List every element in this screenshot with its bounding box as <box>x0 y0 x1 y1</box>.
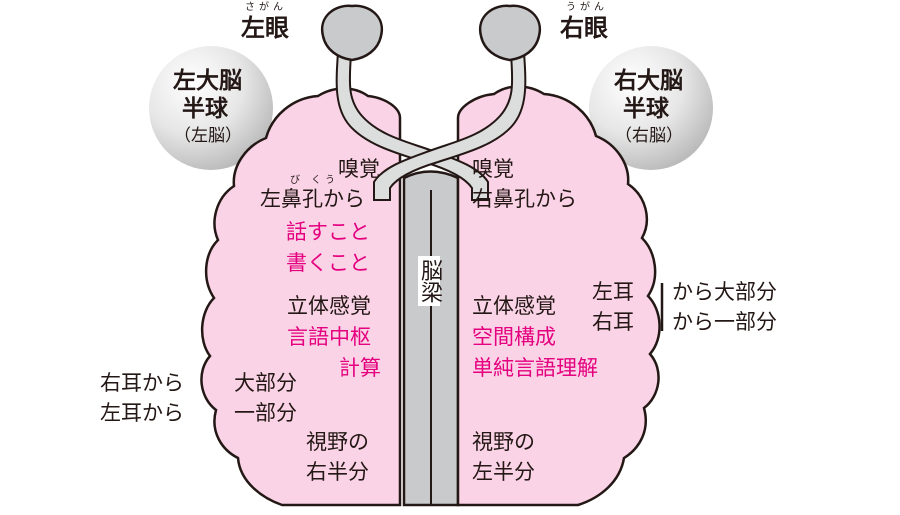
left-eye-label: 左眼 <box>241 16 289 40</box>
left-smell-source: 左鼻孔から <box>260 189 365 210</box>
left-outside-ear-1: 右耳から <box>100 373 184 394</box>
right-eye-icon <box>480 6 540 60</box>
right-vision-line2: 左半分 <box>472 462 535 483</box>
left-hearing-minor: 一部分 <box>234 403 297 424</box>
right-stereo-title: 立体感覚 <box>472 296 556 317</box>
left-stereo-function-1: 言語中枢 <box>287 327 371 348</box>
left-outside-ear-2: 左耳から <box>100 403 184 424</box>
right-ear-1: 左耳 <box>592 282 634 303</box>
left-smell-ruby: び くう <box>290 176 339 186</box>
right-eye-ruby: うがん <box>566 3 608 13</box>
left-stereo-title: 立体感覚 <box>287 296 371 317</box>
left-function-1: 話すこと <box>286 222 370 243</box>
left-hearing-major: 大部分 <box>234 373 297 394</box>
right-ear-2: 右耳 <box>592 312 634 333</box>
right-stereo-function-2: 単純言語理解 <box>472 358 598 379</box>
left-hemisphere-label-line2: 半球 <box>182 98 228 121</box>
right-stereo-function-1: 空間構成 <box>472 327 556 348</box>
left-hemisphere-label-line1: 左大脳 <box>173 70 242 93</box>
left-smell-title: 嗅覚 <box>338 159 380 180</box>
left-stereo-function-2: 計算 <box>339 358 381 379</box>
right-eye-label: 右眼 <box>560 16 608 40</box>
right-hemisphere-label-line2: 半球 <box>623 98 669 121</box>
left-vision-line2: 右半分 <box>306 462 369 483</box>
right-outside-hearing-minor: から一部分 <box>672 312 777 333</box>
right-vision-line1: 視野の <box>472 432 535 453</box>
right-hemisphere-label-line3: （右脳） <box>615 128 683 145</box>
right-smell-title: 嗅覚 <box>472 159 514 180</box>
right-hemisphere-label-line1: 右大脳 <box>614 70 683 93</box>
left-eye-icon <box>322 6 382 60</box>
left-function-2: 書くこと <box>286 253 370 274</box>
left-vision-line1: 視野の <box>306 432 369 453</box>
right-outside-hearing-major: から大部分 <box>672 282 777 303</box>
right-smell-source: 右鼻孔から <box>472 189 577 210</box>
corpus-callosum-label: 脳梁 <box>418 256 440 306</box>
left-eye-ruby: さがん <box>245 3 287 13</box>
left-hemisphere-label-line3: （左脳） <box>174 128 242 145</box>
